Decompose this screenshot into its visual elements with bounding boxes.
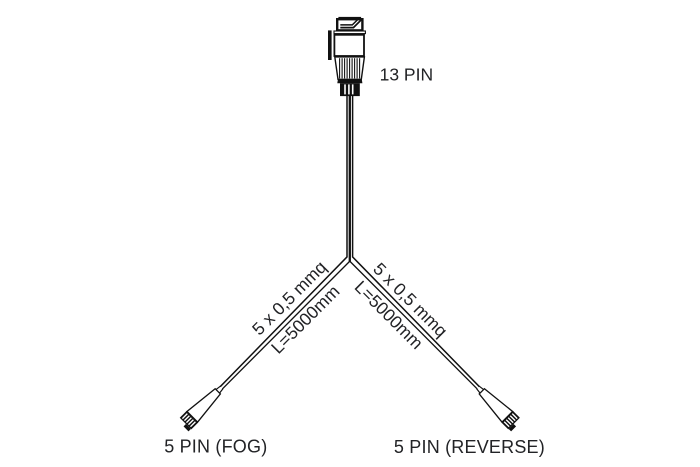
- svg-text:5 PIN (REVERSE): 5 PIN (REVERSE): [394, 437, 545, 457]
- svg-text:13 PIN: 13 PIN: [380, 65, 434, 85]
- svg-text:5 PIN (FOG): 5 PIN (FOG): [164, 436, 267, 456]
